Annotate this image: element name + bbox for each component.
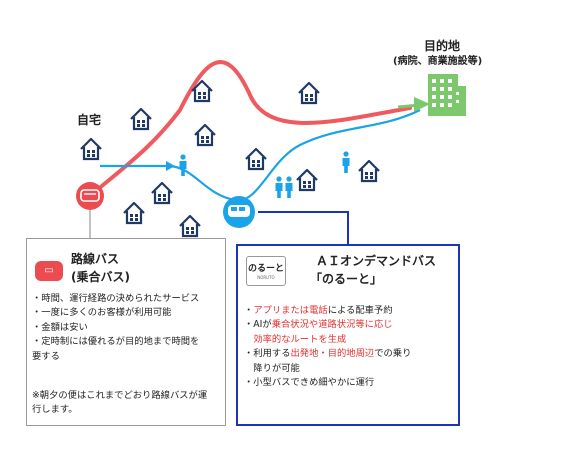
logo-subtext: NORUTO <box>257 275 275 280</box>
note-line: 行します。 <box>32 404 78 415</box>
route-bus-note: ※朝夕の便はこれまでどおり路線バスが運 行します。 <box>32 389 207 417</box>
route-bus-panel: ▭ 路線バス (乗合バス) ・時間、運行経路の決められたサービス ・一度に多くの… <box>26 238 226 426</box>
arrow-icon <box>414 97 430 112</box>
ai-bus-line <box>100 109 421 202</box>
home-label: 自宅 <box>77 113 102 127</box>
list-item: 効率的なルートを生成 <box>253 333 347 345</box>
list-item: ・時間、運行経路の決められたサービス <box>32 293 200 304</box>
person-icon <box>285 176 293 198</box>
ai-bus-name: 「のるーと」 <box>310 272 383 286</box>
noruto-logo: のるーと NORUTO <box>246 256 286 286</box>
ai-connector-line <box>258 211 349 244</box>
person-icon <box>179 154 187 176</box>
house-icon <box>297 81 321 105</box>
list-item: ・金額は安い <box>32 321 88 333</box>
route-bus-title: 路線バス <box>71 252 120 266</box>
list-item: ・アプリまたは電話による配車予約 <box>244 305 393 316</box>
route-bus-line <box>88 60 412 198</box>
destination-subtitle: (病院、商業施設等) <box>393 56 483 67</box>
house-icon <box>244 147 268 171</box>
person-icon <box>342 151 350 173</box>
ai-bus-bullets: ・アプリまたは電話による配車予約・AIが乗合状況や道路状況等に応じ 効率的なルー… <box>244 304 411 390</box>
building-icon <box>428 74 466 116</box>
list-item: 要する <box>32 350 60 362</box>
list-item: ・利用する出発地・目的地周辺での乗り <box>244 348 412 360</box>
house-icon <box>193 123 217 147</box>
ai-bus-title: ＡＩオンデマンドバス <box>316 254 437 268</box>
logo-text: のるーと <box>247 264 284 274</box>
route-bus-marker-icon <box>76 182 104 210</box>
house-icon-home <box>79 137 103 161</box>
house-icon <box>122 201 146 225</box>
bus-icon: ▭ <box>35 261 63 281</box>
destination-title: 目的地 <box>424 39 461 53</box>
route-bus-bullets: ・時間、運行経路の決められたサービス ・一度に多くのお客様が利用可能 ・金額は安… <box>32 292 199 364</box>
list-item: ・一度に多くのお客様が利用可能 <box>32 307 172 319</box>
house-icon <box>357 159 381 183</box>
ai-bus-marker-icon <box>223 196 255 228</box>
list-item: 降りが可能 <box>244 362 300 374</box>
list-item: ・AIが乗合状況や道路状況等に応じ <box>244 319 393 331</box>
house-icon <box>129 107 153 131</box>
house-icon <box>150 181 174 205</box>
note-line: ※朝夕の便はこれまでどおり路線バスが運 <box>32 390 208 401</box>
ai-bus-panel: のるーと NORUTO ＡＩオンデマンドバス 「のるーと」 ・アプリまたは電話に… <box>236 244 460 426</box>
house-icon <box>178 214 202 238</box>
list-item: ・小型バスできめ細やかに運行 <box>244 377 375 389</box>
route-arrow-head <box>166 161 175 171</box>
house-icon <box>295 168 319 192</box>
list-item: ・定時制には優れるが目的地まで時間を <box>32 336 200 348</box>
person-icon <box>275 176 283 198</box>
route-bus-subtitle: (乗合バス) <box>71 270 130 284</box>
